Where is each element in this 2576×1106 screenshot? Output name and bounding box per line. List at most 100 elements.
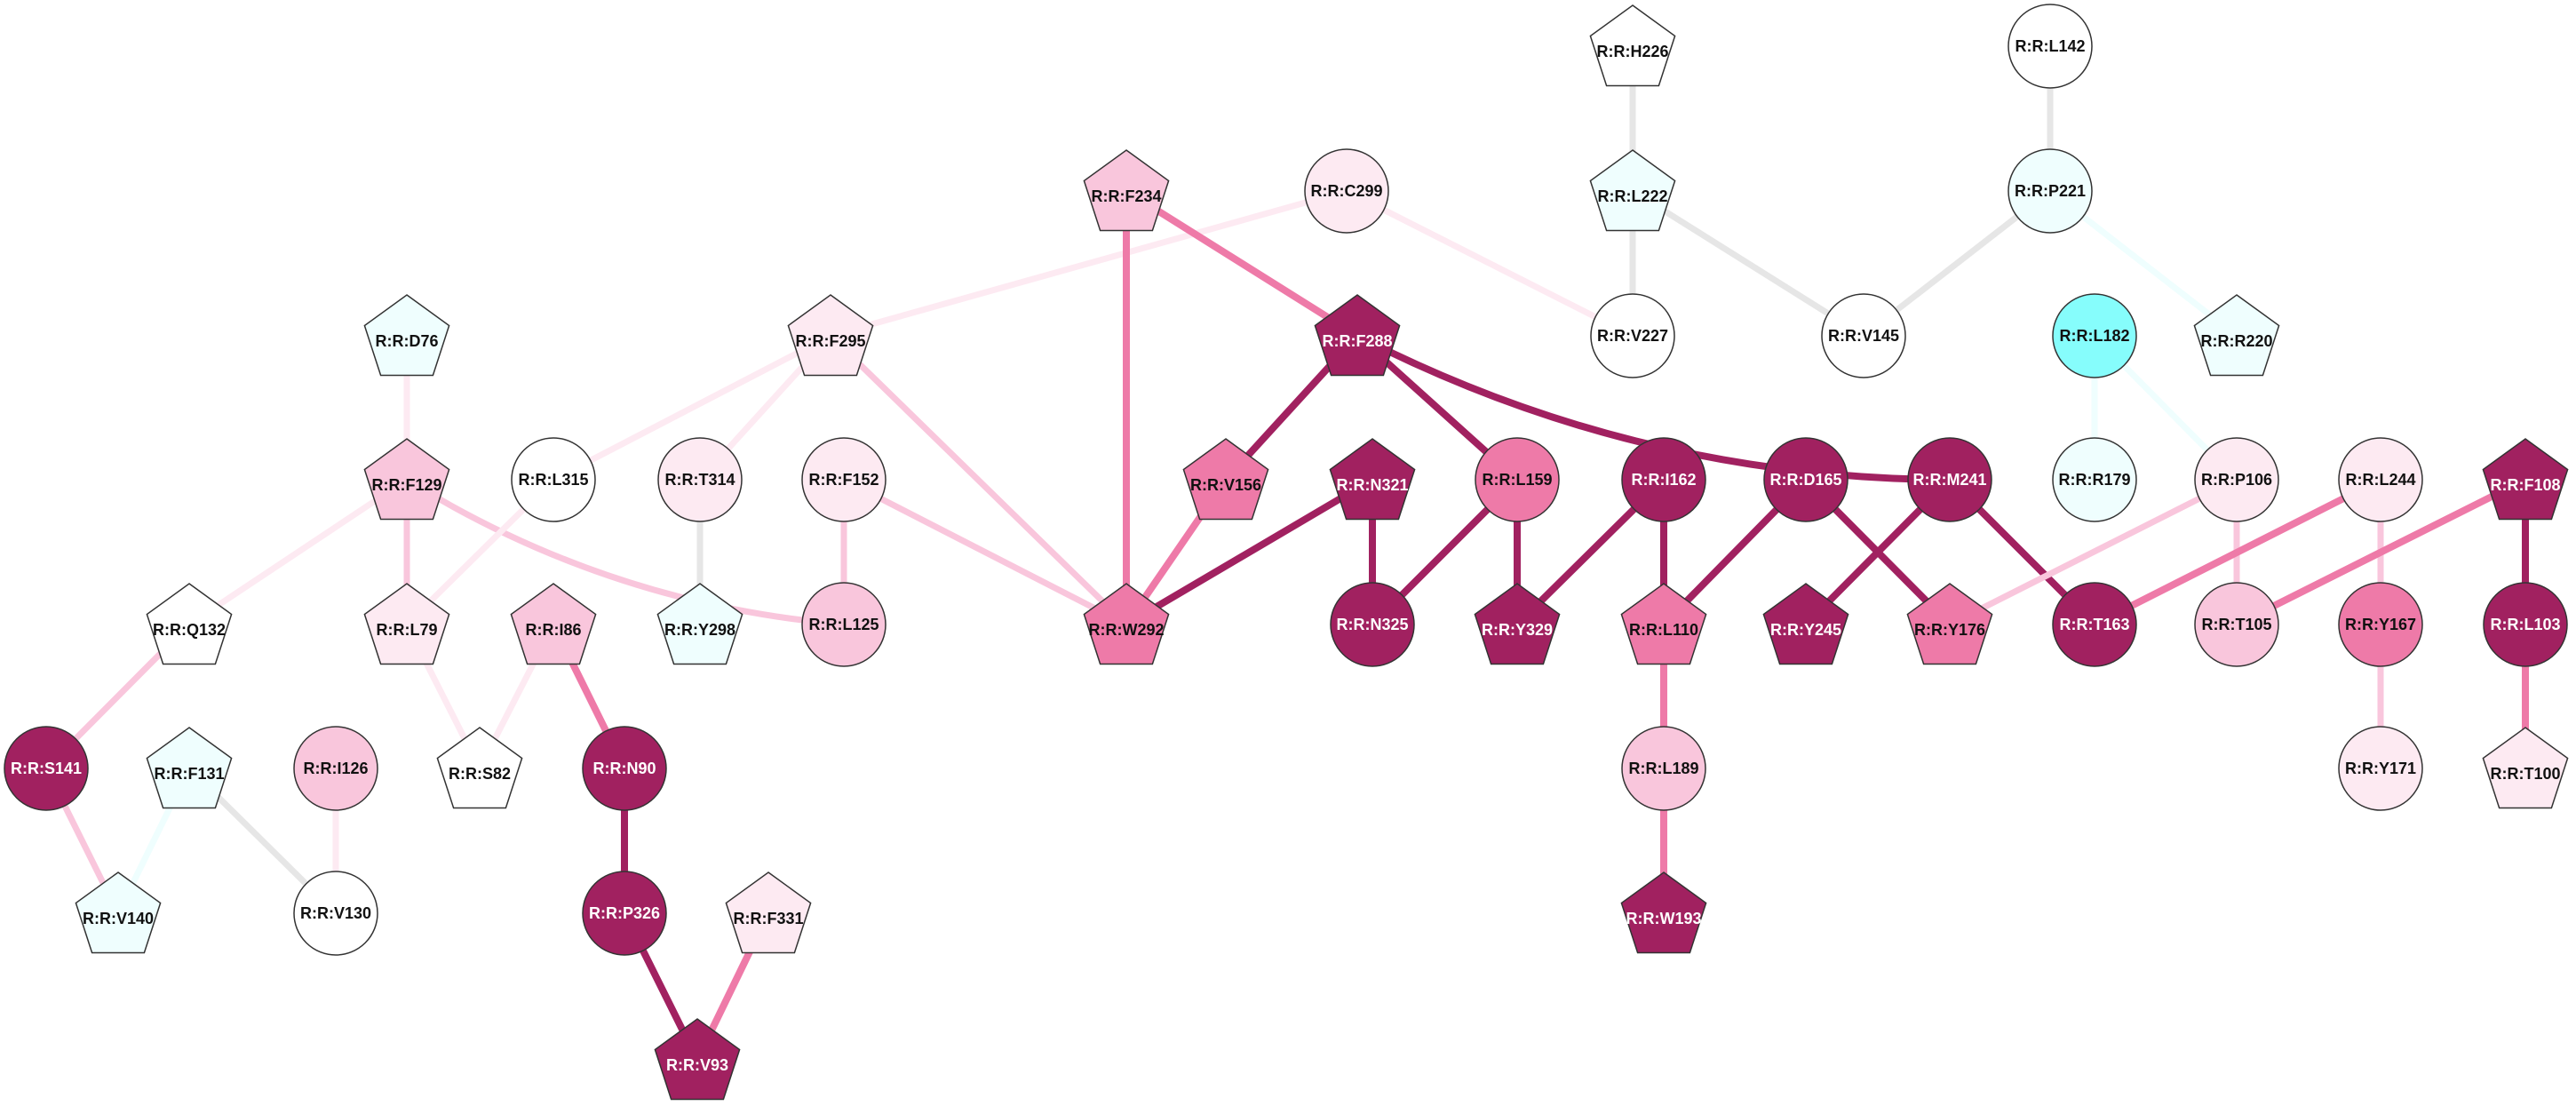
node-r-r-y329: R:R:Y329: [1474, 583, 1561, 665]
pentagon-node-shape: [363, 583, 450, 665]
node-label: R:R:Y329: [1482, 621, 1553, 639]
edge-r-r-f295-to-r-r-l315: [550, 332, 834, 483]
node-label: R:R:L315: [518, 471, 588, 489]
node-r-r-i126: R:R:I126: [293, 726, 378, 811]
circle-node-shape: [2052, 293, 2137, 378]
pentagon-node-shape: [2482, 438, 2569, 521]
node-label: R:R:L110: [1629, 621, 1698, 639]
circle-node-shape: [2338, 437, 2423, 522]
node-label: R:R:Y176: [1914, 621, 1985, 639]
circle-node-shape: [293, 726, 378, 811]
edge-r-r-c299-to-r-r-f295: [827, 187, 1350, 339]
pentagon-node-shape: [363, 294, 450, 377]
node-label: R:R:L182: [2059, 327, 2129, 345]
pentagon-node-shape: [1474, 583, 1561, 665]
node-r-r-s141: R:R:S141: [4, 726, 89, 811]
circle-node-shape: [1907, 437, 1992, 522]
node-r-r-y245: R:R:Y245: [1762, 583, 1849, 665]
node-r-r-l244: R:R:L244: [2338, 437, 2423, 522]
circle-node-shape: [511, 437, 596, 522]
node-r-r-w292: R:R:W292: [1083, 583, 1170, 665]
pentagon-node-shape: [2193, 294, 2280, 377]
node-r-r-t100: R:R:T100: [2482, 727, 2569, 809]
node-label: R:R:T100: [2490, 765, 2560, 783]
node-label: R:R:W193: [1626, 910, 1701, 927]
edge-r-r-f129-to-r-r-l125: [403, 476, 847, 628]
node-label: R:R:I86: [525, 621, 581, 639]
pentagon-node-shape: [2482, 727, 2569, 809]
node-r-r-f288: R:R:F288: [1314, 294, 1401, 377]
node-r-r-t105: R:R:T105: [2194, 582, 2279, 667]
node-r-r-f152: R:R:F152: [801, 437, 886, 522]
node-label: R:R:F288: [1322, 332, 1392, 350]
edge-r-r-l244-to-r-r-t163: [2091, 476, 2384, 628]
node-r-r-f108: R:R:F108: [2482, 438, 2569, 521]
circle-node-shape: [2052, 582, 2137, 667]
node-label: R:R:H226: [1596, 43, 1668, 60]
node-label: R:R:Y245: [1770, 621, 1841, 639]
node-label: R:R:I162: [1631, 471, 1696, 489]
node-label: R:R:L189: [1628, 760, 1698, 777]
node-r-r-t163: R:R:T163: [2052, 582, 2137, 667]
node-r-r-h226: R:R:H226: [1589, 4, 1676, 87]
circle-node-shape: [2008, 148, 2093, 234]
node-label: R:R:L159: [1482, 471, 1552, 489]
node-r-r-d76: R:R:D76: [363, 294, 450, 377]
node-label: R:R:N325: [1336, 616, 1408, 633]
circle-node-shape: [2338, 582, 2423, 667]
pentagon-node-shape: [1329, 438, 1416, 521]
node-label: R:R:F234: [1091, 187, 1161, 205]
node-r-r-v93: R:R:V93: [654, 1018, 741, 1101]
node-r-r-l79: R:R:L79: [363, 583, 450, 665]
node-label: R:R:L222: [1597, 187, 1667, 205]
node-r-r-t314: R:R:T314: [657, 437, 743, 522]
node-label: R:R:D165: [1769, 471, 1841, 489]
node-label: R:R:R220: [2200, 332, 2272, 350]
node-label: R:R:P326: [589, 904, 660, 922]
node-label: R:R:C299: [1310, 182, 1382, 200]
edge-r-r-l222-to-r-r-v145: [1629, 187, 1867, 339]
node-r-r-f129: R:R:F129: [363, 438, 450, 521]
node-label: R:R:D76: [375, 332, 438, 350]
node-r-r-r220: R:R:R220: [2193, 294, 2280, 377]
node-label: R:R:F108: [2490, 476, 2560, 494]
node-r-r-l315: R:R:L315: [511, 437, 596, 522]
circle-node-shape: [2194, 582, 2279, 667]
pentagon-node-shape: [725, 871, 812, 954]
edge-r-r-c299-to-r-r-v227: [1343, 187, 1636, 339]
node-r-r-f234: R:R:F234: [1083, 149, 1170, 232]
circle-node-shape: [2052, 437, 2137, 522]
node-label: R:R:V140: [83, 910, 154, 927]
node-r-r-l189: R:R:L189: [1621, 726, 1706, 811]
circle-node-shape: [801, 582, 886, 667]
node-label: R:R:F131: [154, 765, 224, 783]
pentagon-node-shape: [1762, 583, 1849, 665]
node-label: R:R:V130: [300, 904, 371, 922]
node-r-r-c299: R:R:C299: [1304, 148, 1389, 234]
pentagon-node-shape: [1083, 583, 1170, 665]
pentagon-node-shape: [1589, 4, 1676, 87]
node-r-r-f131: R:R:F131: [146, 727, 233, 809]
pentagon-node-shape: [436, 727, 523, 809]
pentagon-node-shape: [1620, 871, 1707, 954]
node-label: R:R:F331: [733, 910, 803, 927]
node-r-r-l159: R:R:L159: [1475, 437, 1560, 522]
node-r-r-r179: R:R:R179: [2052, 437, 2137, 522]
edge-r-r-f152-to-r-r-w292: [840, 476, 1130, 628]
node-label: R:R:F152: [808, 471, 879, 489]
node-r-r-p106: R:R:P106: [2194, 437, 2279, 522]
node-label: R:R:L79: [376, 621, 437, 639]
circle-node-shape: [4, 726, 89, 811]
edge-r-r-n321-to-r-r-w292: [1123, 476, 1376, 628]
pentagon-node-shape: [75, 871, 162, 954]
node-label: R:R:I126: [303, 760, 368, 777]
node-r-r-l103: R:R:L103: [2483, 582, 2568, 667]
node-label: R:R:S82: [449, 765, 511, 783]
node-label: R:R:T163: [2059, 616, 2129, 633]
node-label: R:R:N321: [1336, 476, 1408, 494]
node-r-r-l222: R:R:L222: [1589, 149, 1676, 232]
node-label: R:R:N90: [592, 760, 656, 777]
node-r-r-l142: R:R:L142: [2008, 4, 2093, 89]
pentagon-node-shape: [510, 583, 597, 665]
